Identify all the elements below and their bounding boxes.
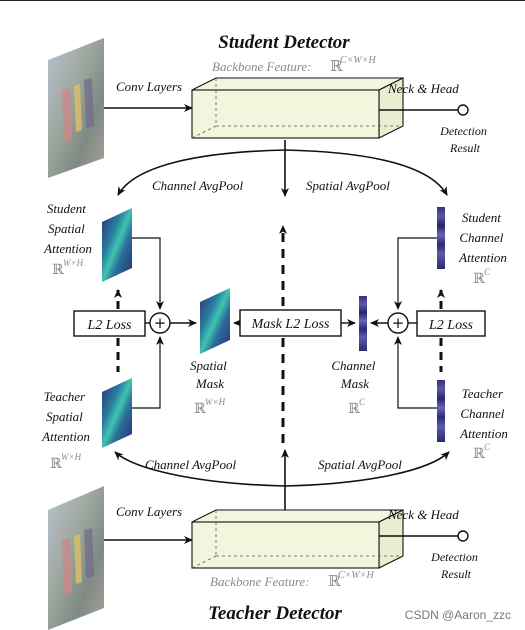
right-plus-node: +: [387, 312, 409, 334]
watermark: CSDN @Aaron_zzc: [405, 608, 511, 622]
teacher-spatial-avgpool-label: Spatial AvgPool: [318, 457, 402, 472]
teacher-channel-attention-dims: C: [484, 442, 491, 452]
spatial-mask-dims: W×H: [205, 397, 226, 407]
teacher-detector-title: Teacher Detector: [208, 603, 342, 624]
teacher-channel-attention-label: Teacher Channel Attention: [459, 386, 508, 441]
teacher-backbone-dims: C×W×H: [338, 570, 374, 581]
student-channel-to-plus: [394, 237, 437, 310]
teacher-backbone-space: ℝ: [328, 572, 341, 590]
student-detector-title: Student Detector: [218, 32, 350, 53]
student-conv-layers-label: Conv Layers: [116, 79, 182, 94]
student-backbone-box: [191, 77, 404, 139]
teacher-channel-attention-space: ℝ: [473, 446, 485, 462]
student-channel-attention-label: Student Channel Attention: [458, 210, 507, 265]
student-spatial-avgpool-arc: [284, 149, 448, 196]
student-spatial-attention-map: [102, 208, 132, 282]
student-spatial-avgpool-label: Spatial AvgPool: [306, 178, 390, 193]
student-backbone-space: ℝ: [330, 57, 343, 75]
student-channel-attention-dims: C: [484, 267, 491, 277]
teacher-backbone-label: Backbone Feature:: [210, 574, 310, 589]
top-border: [0, 0, 525, 1]
student-spatial-to-plus: [132, 237, 164, 310]
student-channel-avgpool-label: Channel AvgPool: [152, 178, 244, 193]
channel-mask-space: ℝ: [348, 401, 360, 417]
student-detection-output-node: [457, 104, 469, 116]
channel-mask-label: Channel Mask: [331, 358, 378, 391]
svg-text:+: +: [154, 314, 167, 332]
left-l2-loss-label: L2 Loss: [87, 318, 133, 333]
teacher-spatial-avgpool-arc: [284, 451, 450, 487]
student-channel-attention-space: ℝ: [473, 271, 485, 287]
channel-mask-dims: C: [359, 397, 366, 407]
left-plus-node: +: [149, 312, 171, 334]
left-l2-loss-box: L2 Loss: [73, 310, 146, 337]
spatial-mask-space: ℝ: [194, 401, 206, 417]
spatial-mask-map: [200, 288, 230, 354]
teacher-spatial-attention-map: [102, 378, 132, 448]
teacher-input-image: [48, 486, 104, 630]
spatial-mask-label: Spatial Mask: [190, 358, 230, 391]
teacher-channel-attention-bar: [437, 380, 445, 442]
student-neck-head-label: Neck & Head: [387, 81, 459, 96]
student-spatial-attention-label: Student Spatial Attention: [43, 201, 92, 256]
teacher-backbone-box: [191, 509, 404, 569]
mask-l2-loss-label: Mask L2 Loss: [251, 317, 330, 332]
teacher-spatial-attention-label: Teacher Spatial Attention: [41, 389, 90, 444]
teacher-detection-result-label: Detection Result: [430, 550, 481, 581]
teacher-channel-avgpool-label: Channel AvgPool: [145, 457, 237, 472]
student-backbone-label: Backbone Feature:: [212, 59, 312, 74]
teacher-conv-layers-label: Conv Layers: [116, 504, 182, 519]
student-spatial-attention-dims: W×H: [63, 258, 84, 268]
student-channel-avgpool-arc: [117, 149, 286, 196]
student-input-image: [48, 38, 104, 178]
teacher-channel-to-plus: [394, 336, 437, 409]
student-spatial-attention-space: ℝ: [52, 262, 64, 278]
teacher-detection-output-node: [457, 530, 469, 542]
channel-mask-bar: [359, 296, 367, 351]
teacher-spatial-attention-dims: W×H: [61, 452, 82, 462]
teacher-spatial-attention-space: ℝ: [50, 456, 62, 472]
student-backbone-dims: C×W×H: [340, 55, 376, 66]
teacher-neck-head-label: Neck & Head: [387, 507, 459, 522]
student-channel-attention-bar: [437, 207, 445, 269]
svg-text:+: +: [392, 314, 405, 332]
right-l2-loss-box: L2 Loss: [416, 310, 486, 337]
right-l2-loss-label: L2 Loss: [428, 318, 474, 333]
teacher-channel-avgpool-arc: [114, 451, 286, 487]
student-detection-result-label: Detection Result: [439, 124, 490, 155]
mask-l2-loss-box: Mask L2 Loss: [239, 309, 342, 337]
teacher-spatial-to-plus: [132, 336, 164, 409]
